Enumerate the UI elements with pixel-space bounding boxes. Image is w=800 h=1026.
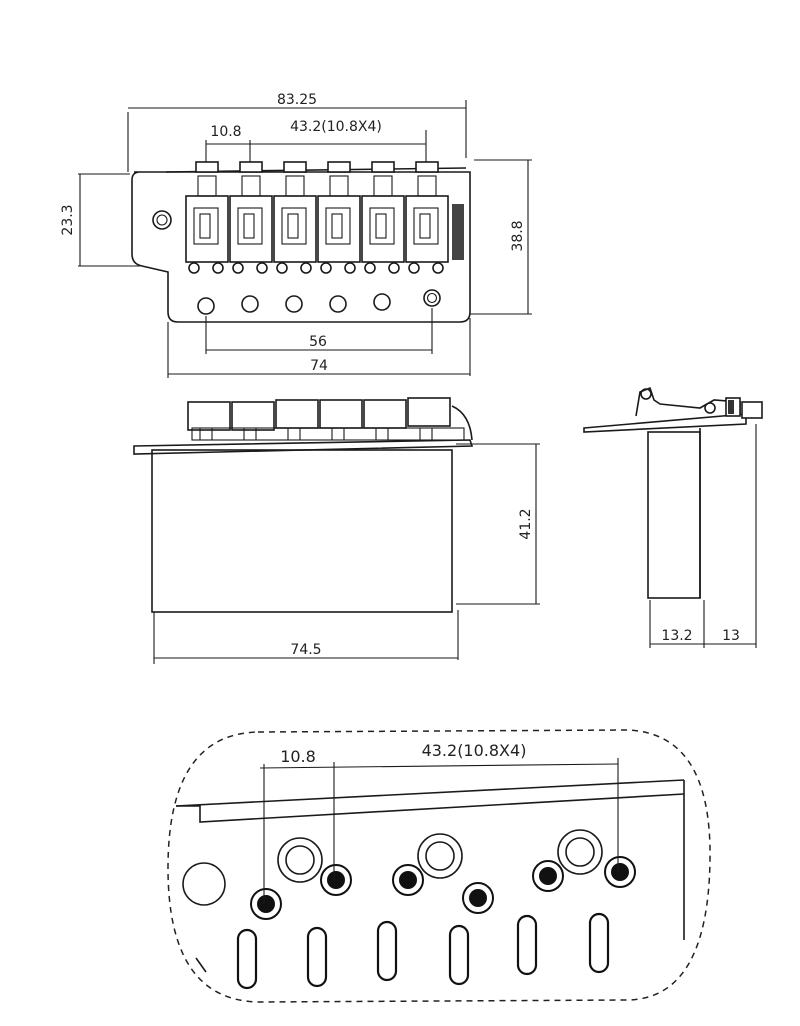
saddle (317, 161, 361, 274)
sustain-block (151, 449, 453, 613)
string-holes (197, 289, 441, 315)
saddle (273, 161, 317, 274)
side-dim-right-label: 13 (722, 628, 740, 644)
front-view: 41.2 74.5 (133, 397, 540, 664)
detail-pitch-label: 10.8 (280, 747, 316, 766)
plate-width-label: 74 (310, 358, 328, 374)
overall-width-label: 83.25 (277, 92, 317, 108)
saddles-top (185, 161, 464, 274)
saddle (405, 161, 449, 274)
top-view: 83.25 10.8 43.2(10.8X4) (60, 92, 532, 378)
saddle-span-label: 43.2(10.8X4) (290, 119, 382, 135)
detail-span-label: 43.2(10.8X4) (422, 741, 527, 760)
saddle (361, 161, 405, 274)
side-dim-left-label: 13.2 (661, 628, 692, 644)
mounting-hole (152, 210, 172, 230)
detail-outline (167, 729, 711, 1003)
block-height-label: 41.2 (518, 508, 534, 539)
saddle (229, 161, 273, 274)
detail-screw-holes (250, 856, 636, 920)
saddles-front (187, 397, 473, 441)
detail-view: 10.8 43.2(10.8X4) (167, 729, 711, 1003)
saddle (185, 161, 229, 274)
hole-spacing-label: 56 (309, 334, 327, 350)
detail-slots (236, 912, 610, 990)
saddle-pitch-label: 10.8 (210, 124, 241, 140)
detail-mounting-hole (182, 862, 226, 906)
side-view: 13.2 13 (583, 386, 763, 648)
ear-height-label: 23.3 (60, 204, 76, 235)
block-width-label: 74.5 (290, 642, 321, 658)
plate-depth-label: 38.8 (510, 220, 526, 251)
